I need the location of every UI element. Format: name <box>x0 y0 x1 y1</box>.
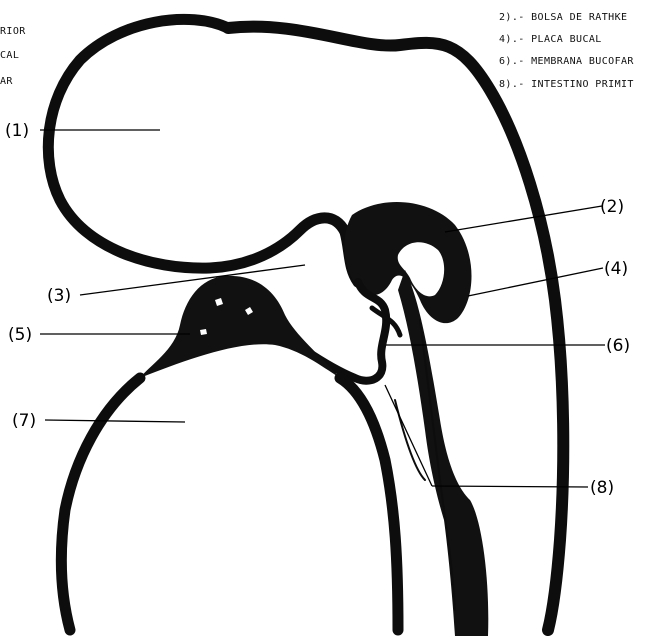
callout-8: (8) <box>590 478 614 498</box>
callout-1: (1) <box>5 121 29 141</box>
callout-2: (2) <box>600 197 624 217</box>
legend-right-line-4: 4).- PLACA BUCAL <box>499 34 602 45</box>
legend-left: RIOR CAL AR <box>0 26 26 87</box>
legend-right-line-6: 6).- MEMBRANA BUCOFAR <box>499 56 634 67</box>
stomodeum-wall <box>305 282 386 381</box>
legend-left-line-3: AR <box>0 76 13 87</box>
callout-6: (6) <box>606 336 630 356</box>
callout-3: (3) <box>47 286 71 306</box>
leader-4 <box>468 268 603 296</box>
legend-right-line-2: 2).- BOLSA DE RATHKE <box>499 12 627 23</box>
callout-5: (5) <box>8 325 32 345</box>
legend-right-line-8: 8).- INTESTINO PRIMIT <box>499 79 634 90</box>
cardiac-speck-3 <box>200 329 207 335</box>
callout-4: (4) <box>604 259 628 279</box>
callout-7: (7) <box>12 411 36 431</box>
legend-right: 2).- BOLSA DE RATHKE 4).- PLACA BUCAL 6)… <box>499 12 634 90</box>
leader-7 <box>45 420 185 422</box>
lower-vesicle-wall <box>61 378 140 630</box>
leader-2 <box>445 206 602 232</box>
forebrain-vesicle-wall <box>48 19 358 282</box>
legend-left-line-2: CAL <box>0 50 19 61</box>
lower-vesicle-right-wall <box>340 378 398 630</box>
cardiac-bulge <box>140 276 340 378</box>
legend-left-line-1: RIOR <box>0 26 26 37</box>
